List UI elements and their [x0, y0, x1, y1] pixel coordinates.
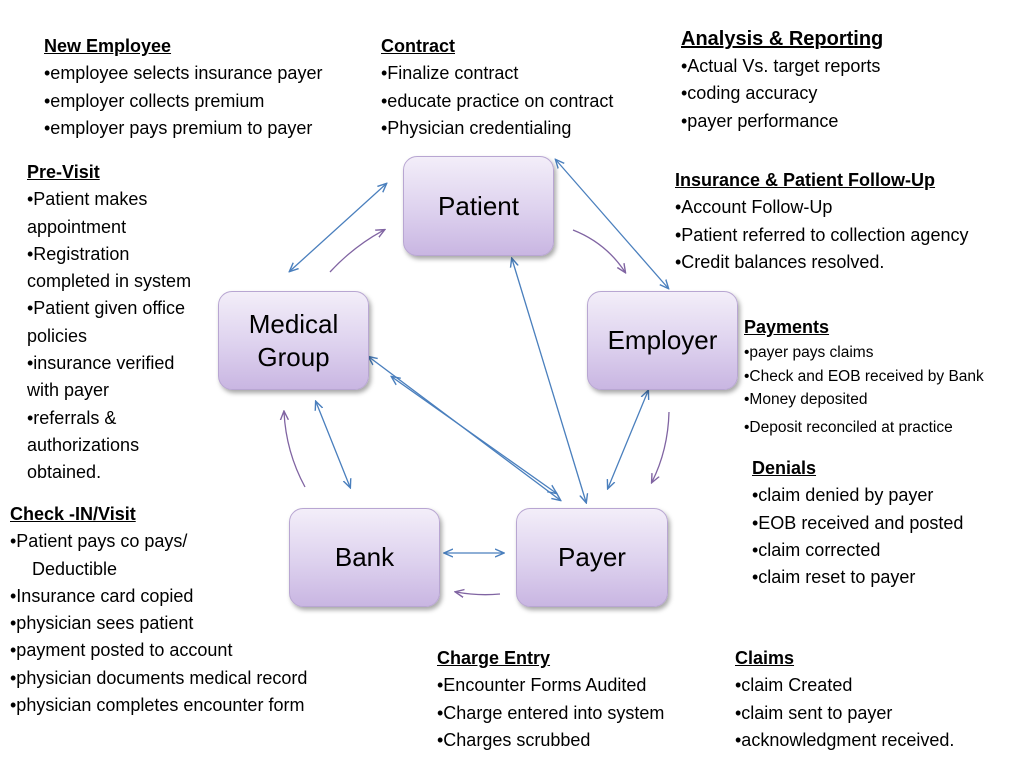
list-item: •payment posted to account — [10, 640, 233, 661]
list-item: •Physician credentialing — [381, 117, 572, 138]
list-item: •Encounter Forms Audited — [437, 675, 647, 696]
claims-block: Claims •claim Created •claim sent to pay… — [735, 645, 954, 754]
charge-entry-heading: Charge Entry — [437, 648, 551, 668]
list-item: •physician documents medical record — [10, 667, 308, 688]
list-item: appointment — [27, 216, 127, 237]
employer-node: Employer — [587, 291, 738, 390]
denials-block: Denials •claim denied by payer •EOB rece… — [752, 455, 963, 591]
list-item: •Deposit reconciled at practice — [744, 418, 953, 436]
list-item: •insurance verified — [27, 353, 175, 374]
employer-label: Employer — [607, 325, 718, 355]
list-item: •Money deposited — [744, 391, 868, 408]
list-item: •claim sent to payer — [735, 702, 893, 723]
pre-visit-block: Pre-Visit •Patient makes appointment •Re… — [27, 159, 191, 487]
list-item: •Patient makes — [27, 189, 148, 210]
charge-entry-block: Charge Entry •Encounter Forms Audited •C… — [437, 645, 664, 754]
list-item: •claim denied by payer — [752, 485, 934, 506]
list-item: with payer — [27, 380, 110, 401]
list-item: •Account Follow-Up — [675, 197, 833, 218]
arrow-flow-employer-payer — [652, 411, 670, 482]
list-item: •employer pays premium to payer — [44, 117, 313, 138]
list-item: •Patient pays co pays/ — [10, 531, 188, 552]
payments-heading: Payments — [744, 317, 830, 337]
list-item: •Registration — [27, 243, 130, 264]
bank-label: Bank — [334, 542, 395, 572]
list-item: •referrals & — [27, 407, 117, 428]
list-item: •EOB received and posted — [752, 512, 964, 533]
list-item: completed in system — [27, 271, 192, 292]
list-item: authorizations — [27, 434, 140, 455]
contract-block: Contract •Finalize contract •educate pra… — [381, 33, 613, 142]
contract-heading: Contract — [381, 36, 456, 56]
arrow-medical-group-payer-2 — [392, 377, 556, 493]
list-item: obtained. — [27, 462, 102, 483]
check-in-block: Check -IN/Visit •Patient pays co pays/ D… — [10, 501, 307, 719]
arrow-patient-payer — [512, 259, 586, 502]
list-item: •payer pays claims — [744, 344, 874, 361]
payer-label: Payer — [558, 542, 626, 572]
list-item: •physician sees patient — [10, 613, 194, 634]
follow-up-heading: Insurance & Patient Follow-Up — [675, 170, 936, 190]
claims-heading: Claims — [735, 648, 795, 668]
list-item: •Insurance card copied — [10, 585, 194, 606]
medical-group-node: Medical Group — [218, 291, 369, 390]
list-item: •claim corrected — [752, 539, 881, 560]
check-in-heading: Check -IN/Visit — [10, 504, 136, 524]
arrow-medical-group-bank — [316, 402, 350, 487]
list-item: •educate practice on contract — [381, 90, 614, 111]
analysis-block: Analysis & Reporting •Actual Vs. target … — [681, 25, 883, 135]
list-item: •Actual Vs. target reports — [681, 56, 881, 76]
list-item: •employer collects premium — [44, 90, 265, 111]
list-item: •employee selects insurance payer — [44, 63, 323, 84]
arrow-employer-payer — [608, 391, 648, 488]
payer-node: Payer — [516, 508, 668, 607]
pre-visit-heading: Pre-Visit — [27, 162, 100, 182]
list-item: •Charges scrubbed — [437, 729, 591, 750]
list-item: •coding accuracy — [681, 83, 818, 104]
list-item: •physician completes encounter form — [10, 695, 305, 716]
arrow-flow-bank-medical-group — [284, 412, 306, 488]
list-item: •Credit balances resolved. — [675, 251, 885, 272]
list-item: •Patient given office — [27, 298, 186, 319]
denials-heading: Denials — [752, 458, 817, 478]
analysis-heading: Analysis & Reporting — [681, 28, 884, 50]
list-item: •Check and EOB received by Bank — [744, 367, 984, 385]
list-item: •acknowledgment received. — [735, 729, 955, 750]
list-item: •Finalize contract — [381, 63, 519, 84]
new-employee-heading: New Employee — [44, 36, 172, 56]
payments-block: Payments •payer pays claims •Check and E… — [744, 314, 984, 439]
patient-node: Patient — [403, 156, 554, 256]
arrow-flow-medical-group-patient — [329, 230, 384, 273]
list-item: •payer performance — [681, 110, 839, 131]
follow-up-block: Insurance & Patient Follow-Up •Account F… — [675, 167, 968, 276]
list-item: Deductible — [32, 558, 118, 579]
list-item: policies — [27, 325, 88, 346]
patient-label: Patient — [438, 190, 519, 221]
arrow-flow-payer-bank — [456, 592, 501, 595]
list-item: •claim reset to payer — [752, 567, 916, 588]
list-item: •Charge entered into system — [437, 702, 665, 723]
arrow-flow-patient-employer — [572, 229, 625, 272]
arrow-patient-medical-group — [290, 184, 386, 271]
list-item: •claim Created — [735, 675, 853, 696]
bank-node: Bank — [289, 508, 440, 607]
medical-group-label: Medical Group — [248, 308, 339, 372]
arrow-patient-employer — [556, 160, 668, 288]
list-item: •Patient referred to collection agency — [675, 224, 969, 245]
new-employee-block: New Employee •employee selects insurance… — [44, 33, 322, 142]
